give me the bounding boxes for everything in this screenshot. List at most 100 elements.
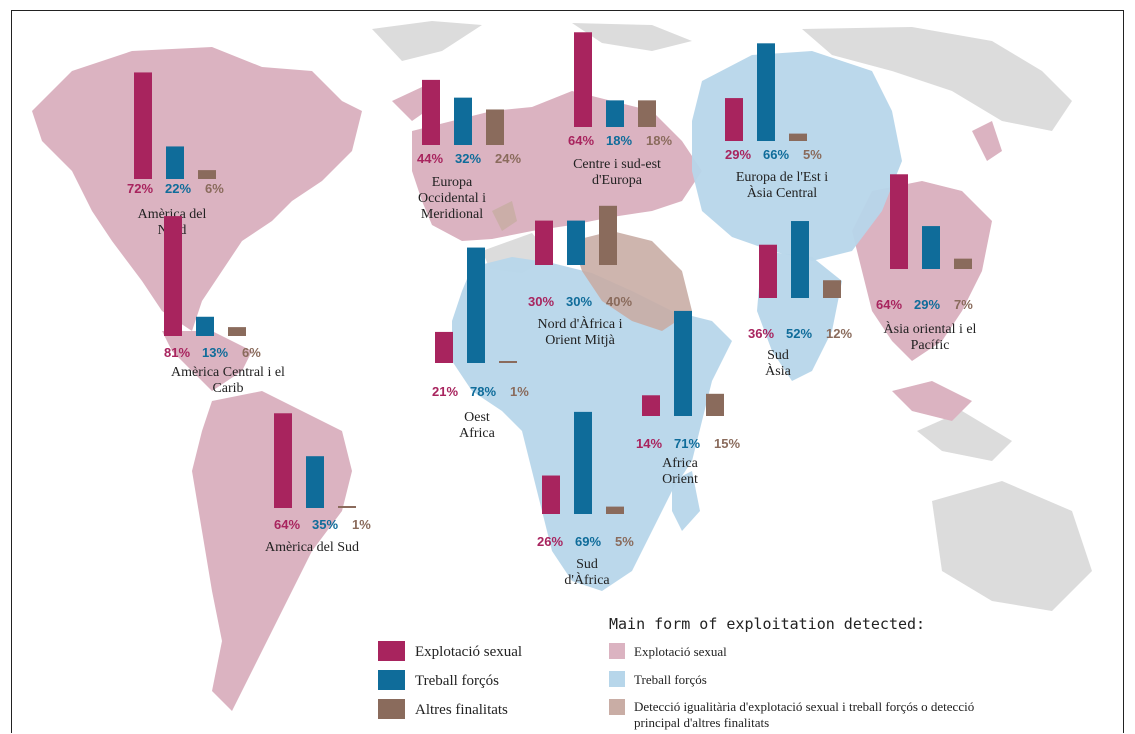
bar-central-europe-other bbox=[638, 100, 656, 127]
bar-central-america-sexual bbox=[164, 216, 182, 336]
bar-east-africa-sexual bbox=[642, 395, 660, 416]
region-chart-north-america: 72%22%6%Amèrica delNord bbox=[127, 72, 224, 238]
pct-label-central-america-other: 6% bbox=[242, 345, 261, 360]
pct-label-east-asia-other: 7% bbox=[954, 297, 973, 312]
bar-central-america-forced bbox=[196, 316, 214, 336]
area-legend-title: Main form of exploitation detected: bbox=[609, 615, 925, 633]
pct-label-north-america-forced: 22% bbox=[165, 181, 191, 196]
region-name-eastern-europe-line-1: Àsia Central bbox=[747, 184, 817, 201]
bar-central-europe-sexual bbox=[574, 32, 592, 127]
pct-label-western-europe-other: 24% bbox=[495, 151, 521, 166]
pct-label-east-asia-forced: 29% bbox=[914, 297, 940, 312]
bar-east-asia-forced bbox=[922, 226, 940, 269]
region-name-east-asia-line-0: Àsia oriental i el bbox=[884, 320, 977, 337]
region-name-south-america-line-0: Amèrica del Sud bbox=[265, 540, 359, 555]
bar-western-europe-other bbox=[486, 109, 504, 145]
pct-label-east-africa-sexual: 14% bbox=[636, 436, 662, 451]
region-name-central-europe-line-0: Centre i sud-est bbox=[573, 157, 661, 172]
area-legend-label-mixed-2: principal d'altres finalitats bbox=[634, 715, 769, 730]
pct-label-central-america-sexual: 81% bbox=[164, 345, 190, 360]
region-name-east-africa-line-0: Africa bbox=[662, 456, 699, 471]
bar-south-africa-forced bbox=[574, 411, 592, 514]
pct-label-east-asia-sexual: 64% bbox=[876, 297, 902, 312]
bar-legend-swatch-forced bbox=[378, 670, 405, 690]
pct-label-south-america-other: 1% bbox=[352, 517, 371, 532]
region-name-central-america-line-1: Carib bbox=[212, 381, 243, 396]
pct-label-north-africa-other: 40% bbox=[606, 294, 632, 309]
region-name-west-africa-line-1: Africa bbox=[459, 426, 496, 441]
pct-label-south-asia-forced: 52% bbox=[786, 326, 812, 341]
area-legend-label-sexual: Explotació sexual bbox=[634, 644, 727, 659]
pct-label-east-africa-forced: 71% bbox=[674, 436, 700, 451]
bar-legend-swatch-other bbox=[378, 699, 405, 719]
bar-east-asia-other bbox=[954, 258, 972, 269]
pct-label-east-africa-other: 15% bbox=[714, 436, 740, 451]
bar-central-america-other bbox=[228, 327, 246, 336]
region-name-east-asia-line-1: Pacífic bbox=[911, 338, 950, 353]
region-name-central-europe-line-1: d'Europa bbox=[592, 173, 643, 188]
region-name-south-asia-line-0: Sud bbox=[767, 348, 789, 363]
bar-east-asia-sexual bbox=[890, 174, 908, 269]
world-map: 72%22%6%Amèrica delNord81%13%6%Amèrica C… bbox=[32, 21, 1092, 730]
bar-south-africa-sexual bbox=[542, 475, 560, 514]
pct-label-west-africa-other: 1% bbox=[510, 384, 529, 399]
pct-label-south-asia-other: 12% bbox=[826, 326, 852, 341]
pct-label-south-africa-sexual: 26% bbox=[537, 534, 563, 549]
bar-central-europe-forced bbox=[606, 100, 624, 127]
bar-north-america-forced bbox=[166, 146, 184, 179]
region-chart-south-america: 64%35%1%Amèrica del Sud bbox=[265, 413, 371, 555]
pct-label-north-america-other: 6% bbox=[205, 181, 224, 196]
bar-east-africa-forced bbox=[674, 310, 692, 416]
pct-label-west-africa-sexual: 21% bbox=[432, 384, 458, 399]
bar-south-asia-sexual bbox=[759, 244, 777, 298]
pct-label-central-europe-sexual: 64% bbox=[568, 133, 594, 148]
area-legend-label-mixed-1: Detecció igualitària d'explotació sexual… bbox=[634, 699, 974, 714]
pct-label-eastern-europe-forced: 66% bbox=[763, 147, 789, 162]
bar-south-africa-other bbox=[606, 506, 624, 514]
pct-label-south-asia-sexual: 36% bbox=[748, 326, 774, 341]
region-name-north-africa-line-1: Orient Mitjà bbox=[545, 333, 615, 348]
pct-label-central-america-forced: 13% bbox=[202, 345, 228, 360]
pct-label-south-america-sexual: 64% bbox=[274, 517, 300, 532]
bar-south-america-other bbox=[338, 506, 356, 508]
pct-label-western-europe-forced: 32% bbox=[455, 151, 481, 166]
pct-label-eastern-europe-other: 5% bbox=[803, 147, 822, 162]
pct-label-north-america-sexual: 72% bbox=[127, 181, 153, 196]
bar-legend-swatch-sexual bbox=[378, 641, 405, 661]
pct-label-central-europe-other: 18% bbox=[646, 133, 672, 148]
bar-west-africa-other bbox=[499, 361, 517, 363]
region-name-central-america-line-0: Amèrica Central i el bbox=[171, 365, 285, 380]
pct-label-eastern-europe-sexual: 29% bbox=[725, 147, 751, 162]
bar-western-europe-sexual bbox=[422, 79, 440, 145]
pct-label-west-africa-forced: 78% bbox=[470, 384, 496, 399]
map-frame: 72%22%6%Amèrica delNord81%13%6%Amèrica C… bbox=[11, 10, 1124, 733]
region-charts: 72%22%6%Amèrica delNord81%13%6%Amèrica C… bbox=[127, 32, 977, 588]
region-name-western-europe-line-2: Meridional bbox=[421, 207, 483, 222]
region-name-western-europe-line-0: Europa bbox=[432, 175, 473, 190]
bar-west-africa-sexual bbox=[435, 331, 453, 363]
bar-eastern-europe-sexual bbox=[725, 98, 743, 141]
area-legend-swatch-forced bbox=[609, 671, 625, 687]
bar-eastern-europe-forced bbox=[757, 43, 775, 141]
bar-west-africa-forced bbox=[467, 247, 485, 363]
area-legend-label-forced: Treball forçós bbox=[634, 672, 707, 687]
region-name-south-asia-line-1: Àsia bbox=[765, 362, 791, 379]
pct-label-south-africa-forced: 69% bbox=[575, 534, 601, 549]
region-name-east-africa-line-1: Orient bbox=[662, 472, 698, 487]
area-legend-swatch-sexual bbox=[609, 643, 625, 659]
bar-north-africa-sexual bbox=[535, 220, 553, 265]
bar-legend-label-other: Altres finalitats bbox=[415, 702, 508, 718]
land-sexual-exploitation bbox=[32, 47, 1002, 711]
bar-north-africa-forced bbox=[567, 220, 585, 265]
bar-north-africa-other bbox=[599, 205, 617, 265]
bar-south-america-sexual bbox=[274, 413, 292, 508]
